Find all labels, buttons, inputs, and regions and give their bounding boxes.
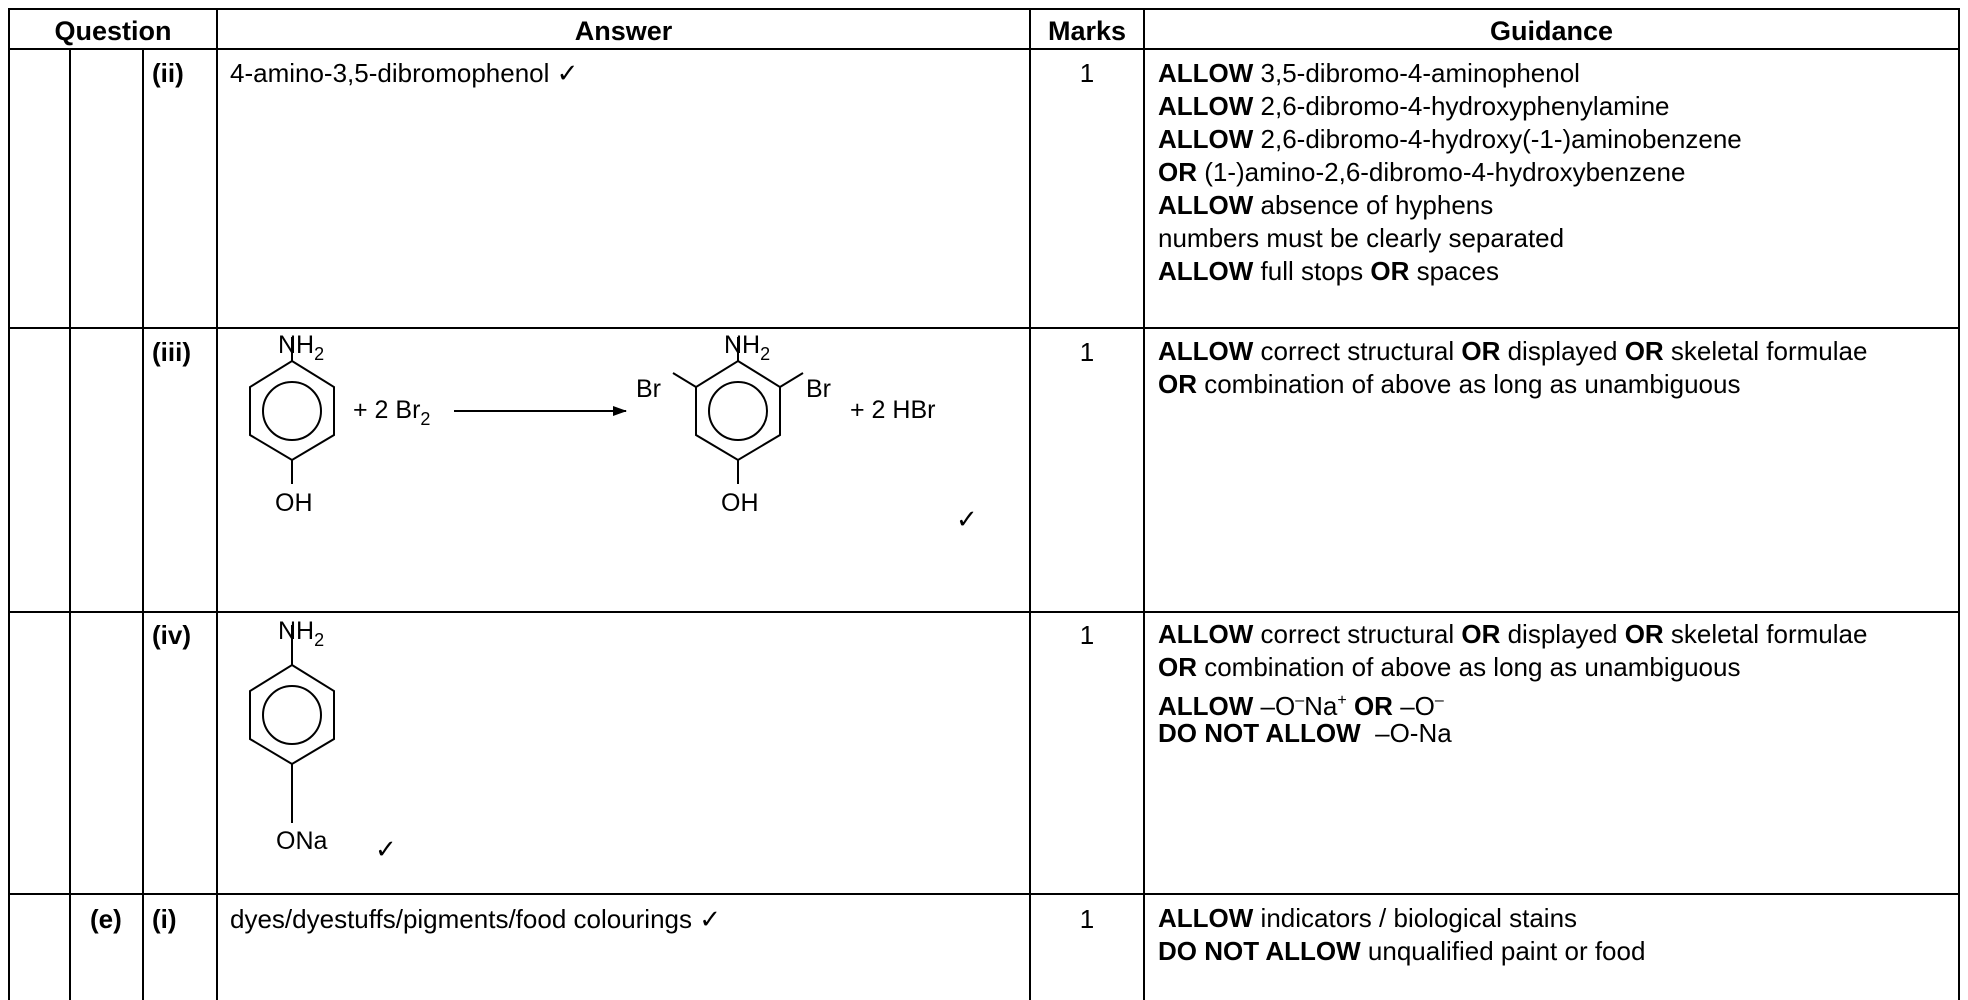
header-question: Question <box>54 16 172 46</box>
row-iii-marks: 1 <box>1079 337 1095 367</box>
phenoxide-ring <box>249 625 335 823</box>
table-border-right <box>1958 8 1960 1000</box>
row-iii-subpart: (iii) <box>152 337 191 367</box>
tick-mark: ✓ <box>375 834 397 864</box>
guidance-line: ALLOW 2,6-dibromo-4-hydroxy(-1-)aminoben… <box>1158 124 1742 154</box>
header-rule <box>8 48 1960 50</box>
bromination-equation: NH2 OH + 2 Br2 NH2 Br Br OH + 2 HBr ✓ <box>249 331 978 534</box>
col-rule-part <box>69 48 71 1000</box>
reactant-structure <box>249 337 335 484</box>
row-iv-marks: 1 <box>1079 620 1095 650</box>
row-ii-marks: 1 <box>1079 58 1095 88</box>
guidance-line: OR combination of above as long as unamb… <box>1158 369 1741 399</box>
col-rule-guidance <box>1143 8 1145 1000</box>
col-rule-sub <box>142 48 144 1000</box>
guidance-line: ALLOW 3,5-dibromo-4-aminophenol <box>1158 58 1580 88</box>
row-rule-2 <box>8 611 1960 613</box>
product-bromo-left-label: Br <box>636 375 661 403</box>
header-marks: Marks <box>1047 16 1127 46</box>
row-iv-guidance: ALLOW correct structural OR displayed OR… <box>1158 618 1958 750</box>
reactant-amino-label: NH2 <box>278 331 324 364</box>
guidance-line: ALLOW correct structural OR displayed OR… <box>1158 336 1868 366</box>
product-bromo-right-label: Br <box>806 375 831 403</box>
row-ii-subpart: (ii) <box>152 58 184 88</box>
guidance-line: OR (1-)amino-2,6-dibromo-4-hydroxybenzen… <box>1158 157 1686 187</box>
row-iv-subpart: (iv) <box>152 620 191 650</box>
guidance-line: DO NOT ALLOW unqualified paint or food <box>1158 936 1646 966</box>
product-amino-label: NH2 <box>724 331 770 364</box>
guidance-line: DO NOT ALLOW –O-Na <box>1158 718 1452 748</box>
guidance-line: ALLOW 2,6-dibromo-4-hydroxyphenylamine <box>1158 91 1670 121</box>
header-answer: Answer <box>574 16 673 46</box>
sodium-phenoxide-structure: NH2 ONa ✓ <box>249 617 397 864</box>
reactant-hydroxyl-label: OH <box>275 489 313 517</box>
guidance-line: ALLOW –O–Na+ OR –O– <box>1158 691 1444 721</box>
reagent-label: + 2 Br2 <box>353 396 430 429</box>
phenoxide-oxide-label: ONa <box>276 827 328 855</box>
header-guidance: Guidance <box>1489 16 1614 46</box>
guidance-line: ALLOW indicators / biological stains <box>1158 903 1578 933</box>
row-ii-answer: 4-amino-3,5-dibromophenol ✓ <box>230 58 579 88</box>
col-rule-marks <box>1029 8 1031 1000</box>
row-e-i-guidance: ALLOW indicators / biological stains DO … <box>1158 902 1958 968</box>
table-border-top <box>8 8 1960 10</box>
guidance-line: ALLOW correct structural OR displayed OR… <box>1158 619 1868 649</box>
col-rule-answer <box>216 8 218 1000</box>
row-e-i-answer: dyes/dyestuffs/pigments/food colourings … <box>230 904 722 934</box>
product-structure <box>672 337 804 484</box>
row-e-i-marks: 1 <box>1079 904 1095 934</box>
tick-mark: ✓ <box>956 504 978 534</box>
guidance-line: ALLOW full stops OR spaces <box>1158 256 1499 286</box>
table-border-left <box>8 8 10 1000</box>
row-rule-1 <box>8 327 1960 329</box>
guidance-line: OR combination of above as long as unamb… <box>1158 652 1741 682</box>
guidance-line: numbers must be clearly separated <box>1158 223 1565 253</box>
guidance-line: ALLOW absence of hyphens <box>1158 190 1494 220</box>
row-rule-3 <box>8 893 1960 895</box>
byproduct-label: + 2 HBr <box>850 396 935 424</box>
phenoxide-amino-label: NH2 <box>278 617 324 650</box>
row-ii-guidance: ALLOW 3,5-dibromo-4-aminophenol ALLOW 2,… <box>1158 57 1958 288</box>
row-e-i-subpart: (i) <box>152 904 177 934</box>
product-hydroxyl-label: OH <box>721 489 759 517</box>
row-iii-guidance: ALLOW correct structural OR displayed OR… <box>1158 335 1958 401</box>
row-e-part: (e) <box>90 904 122 934</box>
